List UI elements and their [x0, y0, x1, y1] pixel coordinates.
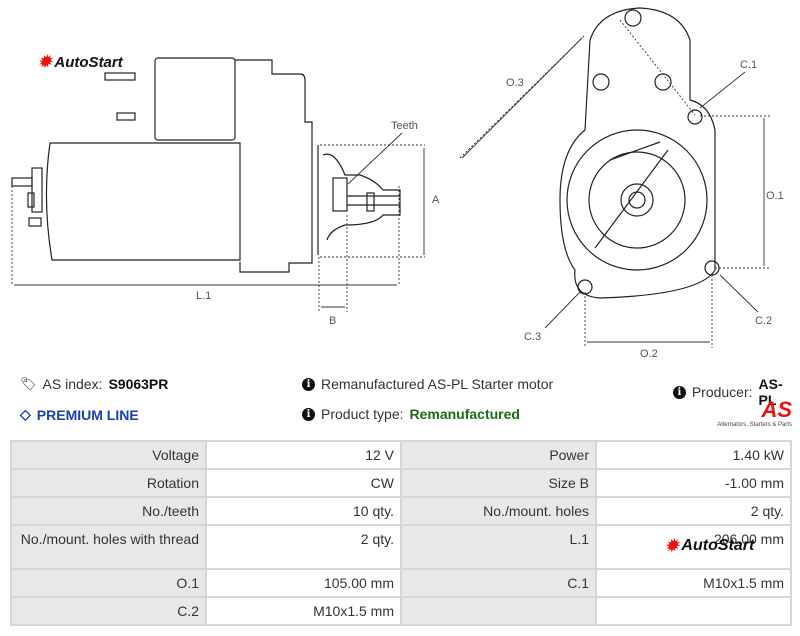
spec-value: CW [205, 468, 402, 498]
as-pl-logo: AS Alternators, Starters & Parts [700, 397, 792, 429]
spec-label: No./teeth [10, 496, 207, 526]
spec-label: C.1 [400, 568, 597, 598]
dim-l1-label: L.1 [196, 290, 211, 302]
as-pl-logo-mark: AS [761, 397, 792, 422]
as-pl-tagline: Alternators, Starters & Parts [717, 422, 792, 428]
dim-c3-label: C.3 [524, 331, 541, 343]
spec-value: 2 qty. [205, 524, 402, 570]
front-view [559, 7, 720, 299]
logo-text: AutoStart [54, 53, 123, 71]
gear-bolt-icon: ✹ [665, 538, 679, 555]
spec-value [595, 596, 792, 626]
spec-value: 2 qty. [595, 496, 792, 526]
as-index-label: AS index: [42, 376, 103, 392]
dim-o1-label: O.1 [766, 190, 784, 202]
dim-o2-label: O.2 [640, 348, 658, 360]
spec-label: O.1 [10, 568, 207, 598]
spec-label [400, 596, 597, 626]
spec-label: Voltage [10, 440, 207, 470]
autostart-logo: ✹ AutoStart [38, 52, 123, 72]
product-type: i Product type: Remanufactured [302, 406, 520, 422]
spec-label: L.1 [400, 524, 597, 570]
spec-label: C.2 [10, 596, 207, 626]
producer: i Producer: AS-PL [673, 376, 800, 408]
premium-label: PREMIUM LINE [36, 406, 139, 423]
premium-line-badge[interactable]: ◇ PREMIUM LINE [20, 406, 139, 423]
info-icon: i [673, 385, 686, 399]
product-type-value: Remanufactured [409, 406, 520, 422]
gear-bolt-icon: ✹ [38, 54, 52, 71]
dim-c1-label: C.1 [740, 59, 757, 71]
dim-b-label: B [329, 315, 336, 327]
diamond-icon: ◇ [20, 406, 31, 422]
tags-icon: 🏷 [20, 376, 37, 391]
description-text: Remanufactured AS-PL Starter motor [321, 376, 554, 392]
product-type-label: Product type: [321, 406, 404, 422]
spec-value: 105.00 mm [205, 568, 402, 598]
teeth-label: Teeth [391, 120, 418, 132]
spec-value: 1.40 kW [595, 440, 792, 470]
spec-label: No./mount. holes with thread [10, 524, 207, 570]
spec-value: -1.00 mm [595, 468, 792, 498]
description: i Remanufactured AS-PL Starter motor [302, 376, 553, 392]
spec-label: Power [400, 440, 597, 470]
as-index-value: S9063PR [108, 376, 169, 392]
dim-a-label: A [432, 194, 440, 206]
spec-value: 10 qty. [205, 496, 402, 526]
spec-label: Rotation [10, 468, 207, 498]
technical-drawing: Teeth A L.1 B O.3 C.1 O.1 C.2 C.3 O.2 [11, 7, 784, 360]
producer-label: Producer: [691, 384, 753, 400]
spec-value: M10x1.5 mm [595, 568, 792, 598]
info-icon: i [302, 377, 315, 391]
info-icon: i [302, 407, 315, 421]
as-index: 🏷 AS index: S9063PR [20, 376, 168, 392]
spec-label: No./mount. holes [400, 496, 597, 526]
dim-c2-label: C.2 [755, 315, 772, 327]
logo-text: AutoStart [681, 537, 755, 554]
autostart-watermark-logo: ✹ AutoStart [665, 536, 754, 556]
spec-value: M10x1.5 mm [205, 596, 402, 626]
side-view [11, 57, 401, 273]
spec-label: Size B [400, 468, 597, 498]
spec-value: 206.00 mm [595, 524, 792, 570]
dim-o3-label: O.3 [506, 77, 524, 89]
producer-value: AS-PL [758, 376, 783, 408]
side-dimensions [11, 144, 425, 312]
spec-value: 12 V [205, 440, 402, 470]
